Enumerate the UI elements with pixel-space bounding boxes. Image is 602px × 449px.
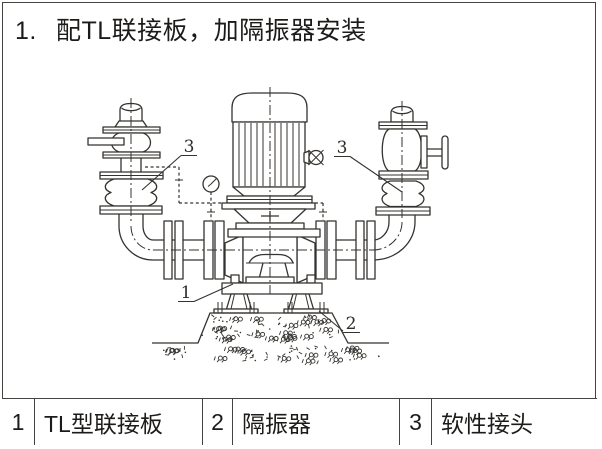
right-riser-pipe [375,105,449,222]
right-valve-handwheel [441,135,449,170]
vibration-isolators [213,293,329,314]
callout-2: 2 [346,314,357,334]
left-riser-pipe [87,102,164,226]
motor [221,92,324,238]
legend-label-3: 软性接头 [441,411,533,437]
legend-label-2: 隔振器 [233,399,400,445]
title-number: 1. [15,17,37,45]
legend-num-3: 3 [400,399,432,445]
concrete-stipple [163,313,380,366]
legend-num-1: 1 [2,399,35,445]
centerlines [130,87,403,294]
foundation-outline [152,312,389,344]
gauge-piping [145,166,327,220]
title-text: 配TL联接板，加隔振器安装 [56,17,367,45]
suction-elbow [118,225,154,261]
page-title: 1. 配TL联接板，加隔振器安装 [15,16,367,46]
left-valve-handle [87,137,125,146]
callout-1: 1 [181,283,192,303]
lifting-eye-icon [303,149,324,166]
legend-label-1: TL型联接板 [35,399,203,445]
legend-num-2: 2 [203,399,233,445]
right-flexible-joint [381,180,425,208]
callout-3-left: 3 [184,137,195,157]
callout-3-right: 3 [337,138,348,158]
callouts: 3 3 1 2 [141,137,403,334]
legend-table: 1 TL型联接板 2 隔振器 3 软性接头 [2,398,597,445]
